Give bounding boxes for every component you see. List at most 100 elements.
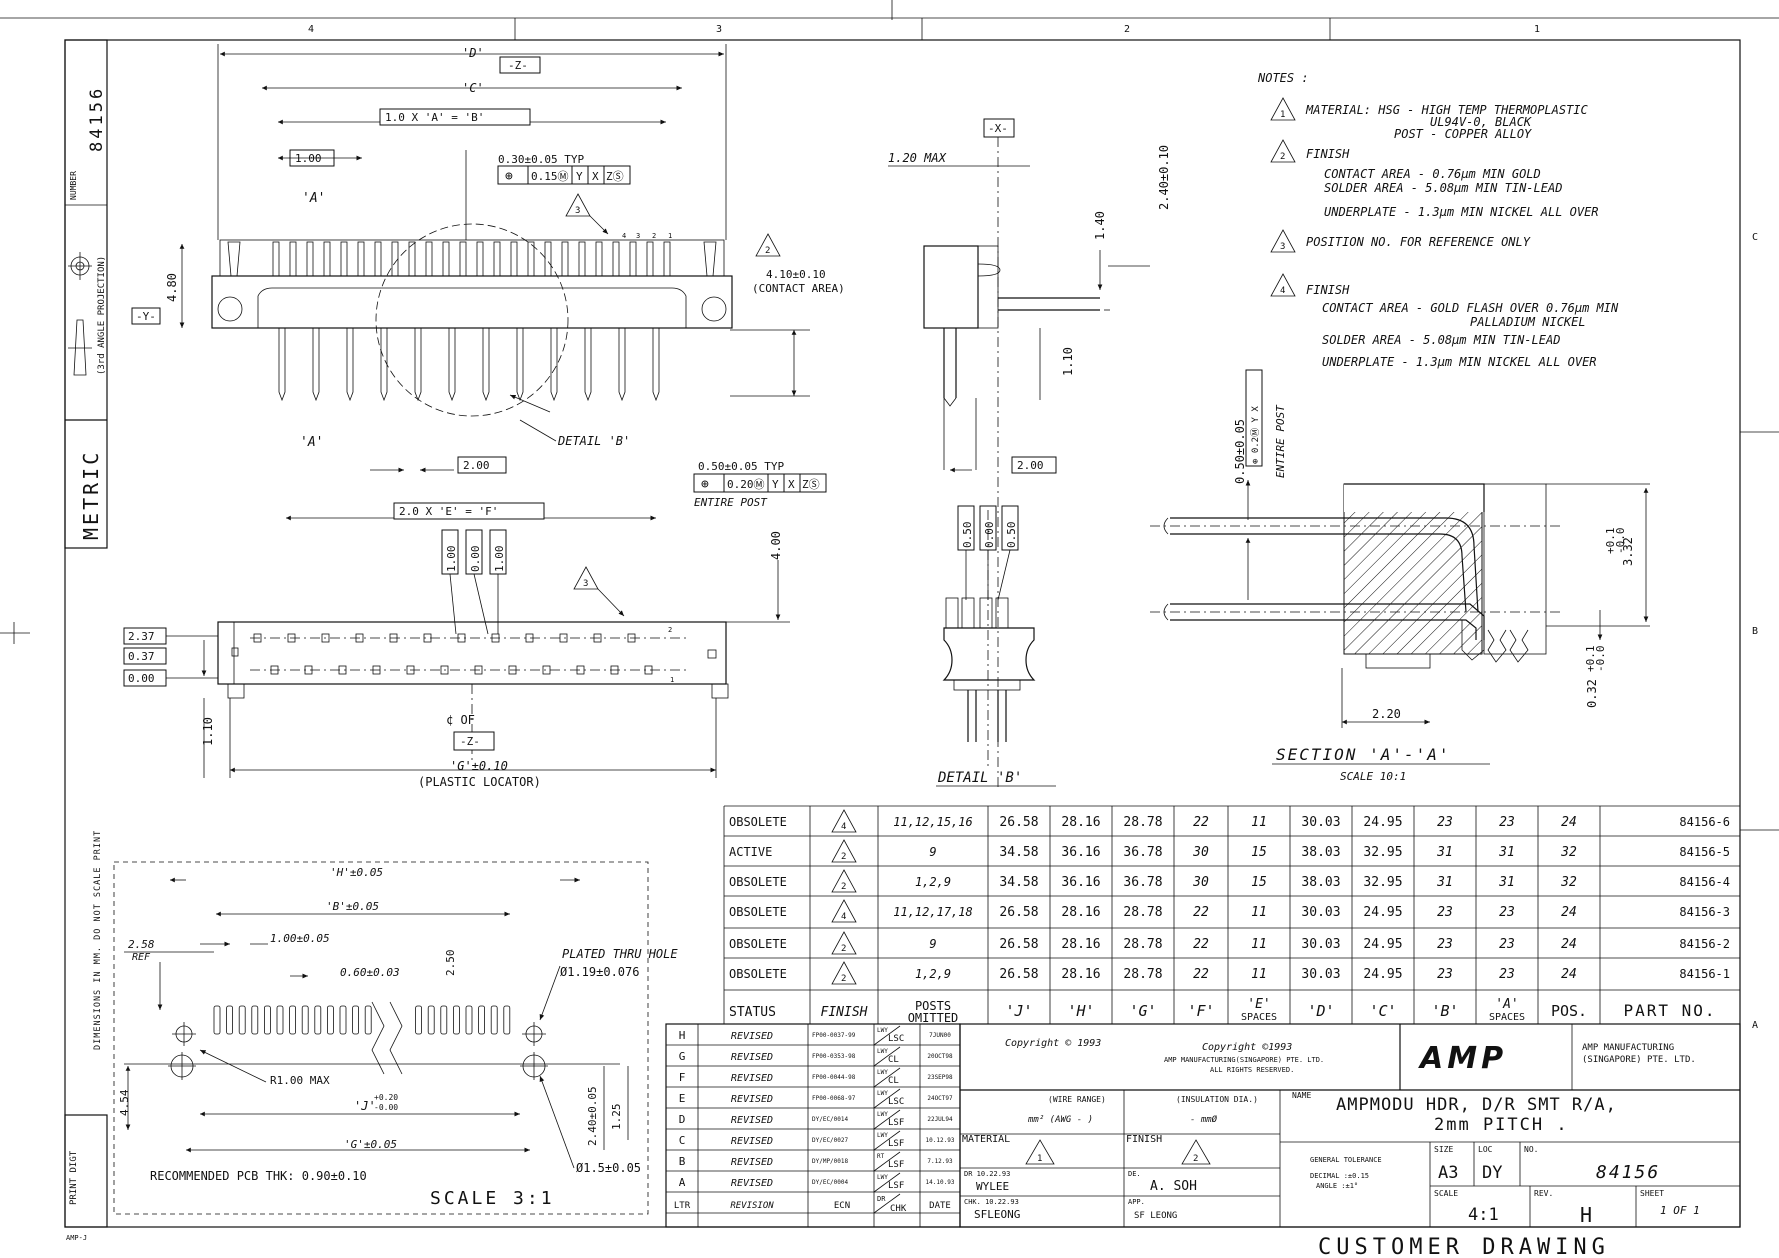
- dim-db-000: 0.00: [983, 522, 996, 549]
- front-pin-top: [357, 241, 365, 277]
- rev-checked: CL: [888, 1076, 899, 1086]
- note1-b: UL94V-0, BLACK: [1430, 115, 1532, 129]
- pcb-pad: [226, 1005, 234, 1035]
- dim-tp: 0.30±0.05 TYP: [498, 153, 584, 166]
- zone-3: 3: [716, 24, 722, 35]
- dim-110: 1.10: [1061, 347, 1075, 376]
- zone-markers: 4 3 2 1 C B A: [308, 24, 1758, 1031]
- current-revision: H: [1580, 1203, 1592, 1227]
- header-a-1: 'A': [1495, 997, 1518, 1012]
- tol-minus: -0.0: [1614, 528, 1627, 555]
- pos-2: 2: [652, 232, 656, 240]
- tol-plus: +0.1: [1604, 528, 1617, 555]
- notes-title: NOTES :: [1257, 71, 1309, 85]
- cell-j: 34.58: [999, 875, 1038, 890]
- finish-note-number: 2: [841, 882, 846, 892]
- pcb-pad: [263, 1005, 271, 1035]
- header-5: 'G': [1129, 1002, 1156, 1020]
- bottom-pin-pad: [627, 633, 636, 643]
- company-1: AMP MANUFACTURING: [1582, 1043, 1674, 1053]
- finish-note-icon: [1181, 1139, 1211, 1165]
- rev-drawn: LWY: [877, 1132, 888, 1139]
- pcb-j-plus: +0.20: [374, 1093, 398, 1102]
- bottom-pin-pad: [525, 633, 534, 643]
- no-label: NO.: [1524, 1145, 1538, 1154]
- pcb-pad-width: 0.60±0.03: [340, 966, 400, 979]
- note1-marker-icon: [1270, 97, 1296, 121]
- pcb-dim-454: 4.54: [118, 1089, 131, 1116]
- front-pin-top: [578, 241, 586, 277]
- header-6: 'F': [1187, 1002, 1214, 1020]
- header-e-2: SPACES: [1241, 1012, 1277, 1023]
- datum-z-bottom: -Z-: [460, 735, 480, 748]
- rev-checked: LSF: [888, 1139, 904, 1149]
- bottom-pin-pad: [253, 633, 262, 643]
- rev-checked: LSF: [888, 1160, 904, 1170]
- cell-a: 23: [1499, 815, 1515, 830]
- pcb-pad: [427, 1005, 435, 1035]
- pcb-pad: [465, 1005, 473, 1035]
- cell-e: 11: [1251, 905, 1267, 920]
- bottom-pin-pad: [270, 665, 279, 675]
- cell-h: 28.16: [1061, 815, 1100, 830]
- left-strip: NUMBER 84156 (3rd ANGLE PROJECTION) METR…: [64, 39, 108, 1228]
- rev-desc: REVISED: [731, 1178, 773, 1189]
- svg-text:3: 3: [1280, 242, 1285, 252]
- centerline-label: ¢ OF: [446, 713, 475, 727]
- rev-desc: REVISED: [731, 1136, 773, 1147]
- dr-label: DR 10.22.93: [964, 1170, 1010, 1178]
- rev-ecn: FP00-0353-98: [812, 1053, 856, 1060]
- bottom-pin-pad: [372, 665, 381, 675]
- cell-d: 38.03: [1301, 875, 1340, 890]
- note4-b: PALLADIUM NICKEL: [1470, 315, 1586, 329]
- cell-e: 15: [1251, 845, 1267, 860]
- bottom-pin-pad: [304, 665, 313, 675]
- svg-text:2: 2: [765, 246, 770, 256]
- note1-c: POST - COPPER ALLOY: [1394, 127, 1532, 141]
- cell-part: 84156-4: [1679, 875, 1730, 889]
- section-mark-a-top: 'A': [302, 191, 325, 206]
- pcb-pad: [238, 1005, 246, 1035]
- fcf-x: X: [592, 170, 599, 183]
- front-pin-top: [459, 241, 467, 277]
- bv-pos-1: 1: [670, 676, 674, 684]
- cell-part: 84156-6: [1679, 815, 1730, 829]
- rev-checked: CL: [888, 1055, 899, 1065]
- note2-marker-icon: [755, 233, 781, 257]
- cell-posts: 1,2,9: [915, 875, 951, 889]
- pos-3: 3: [636, 232, 640, 240]
- pcb-pad: [326, 1005, 334, 1035]
- rev-letter: C: [679, 1134, 686, 1147]
- cell-f: 22: [1193, 905, 1209, 920]
- front-pin-top: [595, 241, 603, 277]
- rev-letter: A: [679, 1176, 686, 1189]
- dim-000: 0.00: [128, 672, 155, 685]
- pcb-dim-j: 'J': [354, 1099, 376, 1113]
- rev-desc: REVISED: [731, 1052, 773, 1063]
- cell-status: OBSOLETE: [729, 875, 787, 889]
- cell-c: 32.95: [1363, 875, 1402, 890]
- rev-letter: D: [679, 1113, 686, 1126]
- dim-eq1: 1.0 X 'A' = 'B': [385, 111, 484, 124]
- cell-pos: 32: [1560, 875, 1577, 890]
- front-pin-top: [272, 241, 280, 277]
- detail-b-title: DETAIL 'B': [937, 770, 1022, 786]
- rev-letter: B: [679, 1155, 686, 1168]
- front-pin-top: [442, 241, 450, 277]
- rev-desc: REVISED: [731, 1031, 773, 1042]
- material-note-icon: [1025, 1139, 1055, 1165]
- dim-sec-050: 0.50±0.05: [1233, 419, 1247, 484]
- pcb-pad: [339, 1005, 347, 1035]
- bottom-pin-pad: [423, 633, 432, 643]
- cell-posts: 9: [929, 845, 936, 859]
- rev-desc: REVISED: [731, 1157, 773, 1168]
- sheet-number: 1 OF 1: [1660, 1204, 1700, 1217]
- header-posts-2: OMITTED: [908, 1011, 959, 1025]
- cell-b: 23: [1437, 815, 1453, 830]
- bottom-pin-pad: [542, 665, 551, 675]
- projection-cone-icon: [73, 319, 87, 376]
- sheet-label: SHEET: [1640, 1189, 1664, 1198]
- detail-b-callout: DETAIL 'B': [557, 434, 630, 448]
- bottom-pin-pad: [287, 633, 296, 643]
- pcb-pad: [251, 1005, 259, 1035]
